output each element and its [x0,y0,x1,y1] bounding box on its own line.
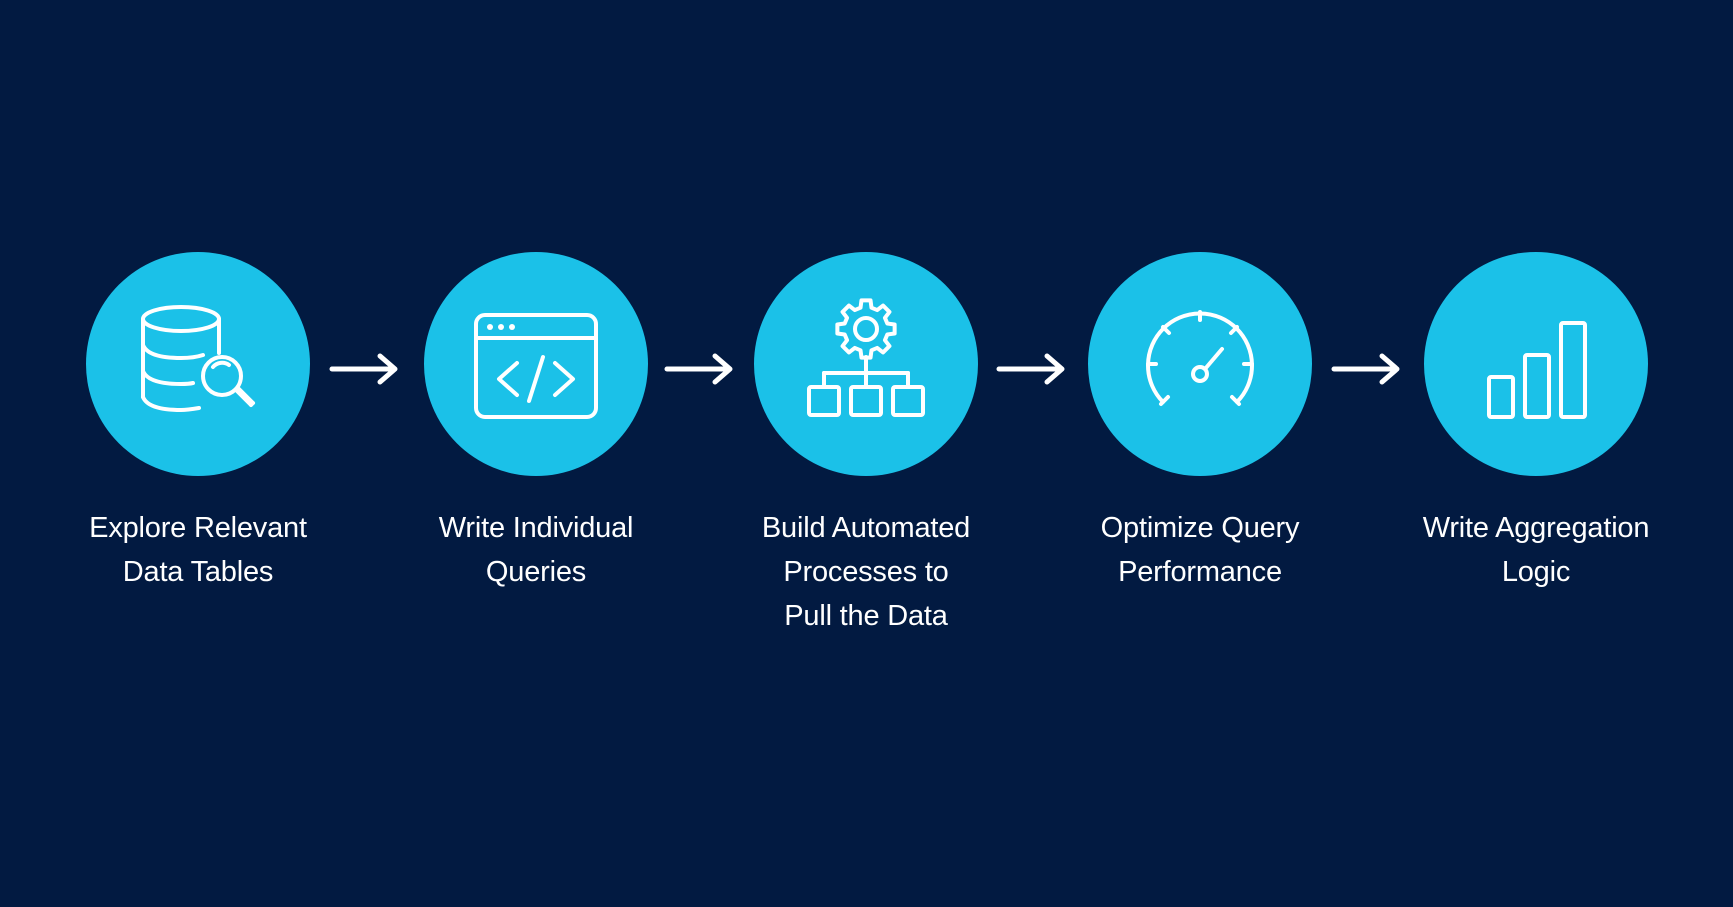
code-window-icon [474,313,598,419]
database-search-icon [141,305,255,412]
step-label: Write Individual Queries [438,512,634,588]
gear-hierarchy-icon [807,298,925,417]
step-circle [1088,252,1312,476]
step-circle [86,252,310,476]
step-label: Build Automated Processes to Pull the Da… [761,512,971,632]
speedometer-icon [1146,310,1254,406]
bar-chart-icon [1487,321,1587,419]
arrow-right-icon [995,349,1069,389]
step-build-automated-processes: Build Automated Processes to Pull the Da… [716,252,1016,638]
step-circle [754,252,978,476]
step-write-individual-queries: Write Individual Queries [386,252,686,594]
step-label: Explore Relevant Data Tables [89,512,307,588]
step-circle [1424,252,1648,476]
step-explore-data-tables: Explore Relevant Data Tables [48,252,348,594]
step-optimize-query-performance: Optimize Query Performance [1050,252,1350,594]
step-circle [424,252,648,476]
arrow-right-icon [663,349,737,389]
step-write-aggregation-logic: Write Aggregation Logic [1386,252,1686,594]
arrow-right-icon [328,349,402,389]
arrow-right-icon [1330,349,1404,389]
step-label: Write Aggregation Logic [1422,512,1650,588]
step-label: Optimize Query Performance [1100,512,1300,588]
